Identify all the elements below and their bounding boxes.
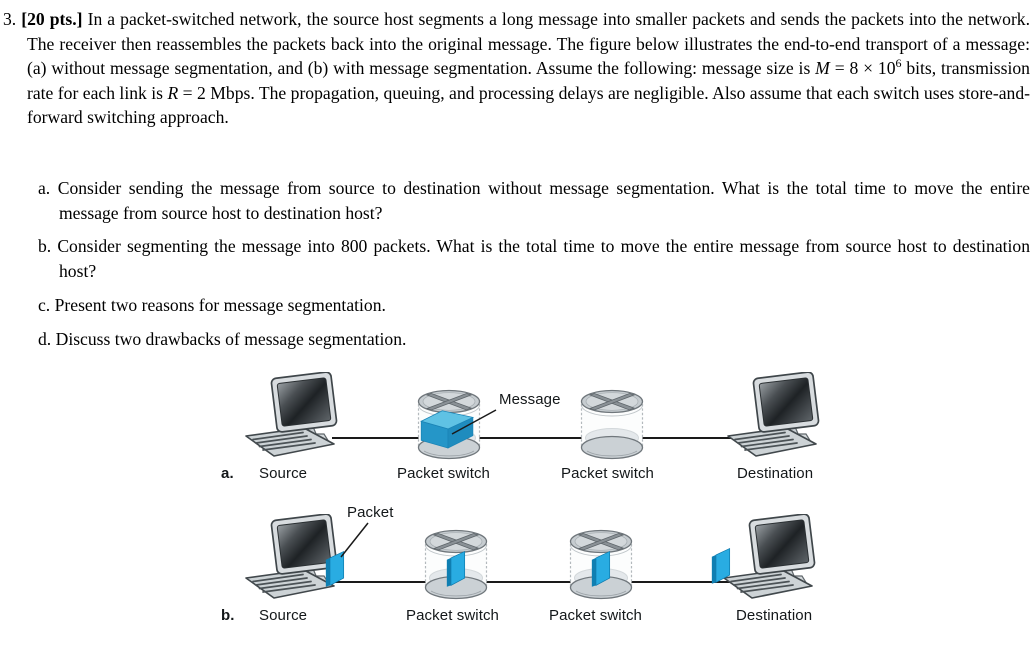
- source-label-a: Source: [259, 465, 308, 482]
- question-text: Consider segmenting the message into 800…: [57, 236, 1030, 281]
- question-item-c: c. Present two reasons for message segme…: [38, 293, 1030, 318]
- packet-switch-label-a1: Packet switch: [397, 465, 490, 482]
- question-item-a: a. Consider sending the message from sou…: [38, 176, 1030, 225]
- packet-icon: [590, 548, 612, 588]
- question-item-d: d. Discuss two drawbacks of message segm…: [38, 327, 1030, 352]
- packet-switch-label-a2: Packet switch: [561, 465, 654, 482]
- link-line-row-a: [332, 437, 740, 439]
- math-m-expression: = 8 × 10: [834, 58, 896, 79]
- packet-icon: [710, 545, 732, 585]
- packet-icon: [445, 548, 467, 588]
- problem-intro-3: = 2 Mbps. The propagation, queuing, and …: [27, 82, 1030, 128]
- message-callout-label: Message: [499, 391, 561, 408]
- question-text: Discuss two drawbacks of message segment…: [55, 329, 407, 349]
- figure-row-b-marker: b.: [221, 607, 235, 624]
- points-label: [20 pts.]: [21, 9, 83, 29]
- problem-intro-1: In a packet-switched network, the source…: [27, 9, 1030, 79]
- math-var-m: M: [815, 58, 830, 79]
- packet-icon: [324, 548, 346, 588]
- packet-callout-label: Packet: [347, 504, 394, 521]
- packet-switch-icon: [578, 389, 646, 463]
- question-marker: c.: [38, 295, 51, 315]
- figure-row-a-marker: a.: [221, 465, 234, 482]
- math-m-exponent: 6: [895, 56, 902, 71]
- message-cube-icon: [419, 405, 477, 449]
- destination-computer-icon: [722, 514, 826, 600]
- question-marker: b.: [38, 236, 52, 256]
- problem-intro-2: bits, transmission rate for each link is: [27, 58, 1030, 103]
- problem-statement: 3. [20 pts.] In a packet-switched networ…: [3, 7, 1030, 130]
- destination-label-a: Destination: [737, 465, 814, 482]
- link-line-row-b: [332, 581, 736, 583]
- question-item-b: b. Consider segmenting the message into …: [38, 234, 1030, 283]
- math-var-r: R: [167, 82, 179, 103]
- destination-computer-icon: [726, 372, 830, 458]
- question-text: Present two reasons for message segmenta…: [54, 295, 386, 315]
- destination-label-b: Destination: [736, 607, 813, 624]
- problem-number: 3.: [3, 9, 17, 29]
- question-marker: a.: [38, 178, 51, 198]
- source-computer-icon: [244, 372, 348, 458]
- packet-switch-label-b2: Packet switch: [549, 607, 642, 624]
- packet-switch-label-b1: Packet switch: [406, 607, 499, 624]
- source-label-b: Source: [259, 607, 308, 624]
- question-text: Consider sending the message from source…: [57, 178, 1030, 223]
- question-marker: d.: [38, 329, 52, 349]
